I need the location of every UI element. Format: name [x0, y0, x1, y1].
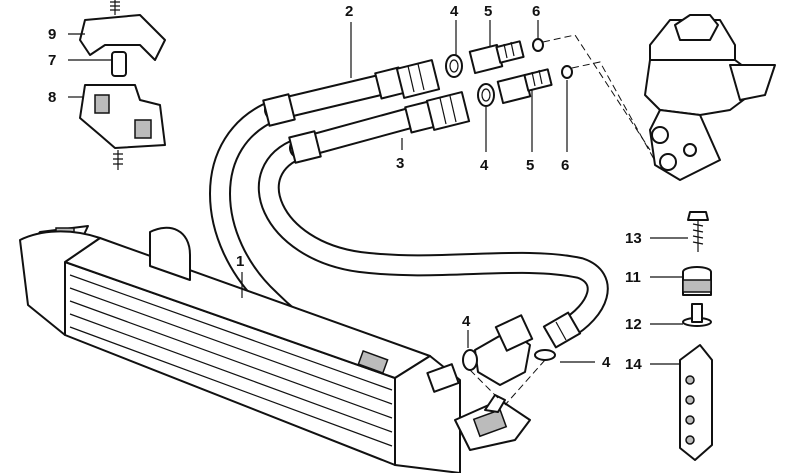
callout-2: 2	[345, 3, 353, 20]
spacer-pin	[682, 303, 712, 327]
sleeve	[111, 51, 127, 77]
callout-4-top: 4	[450, 3, 459, 20]
callout-5-mid: 5	[526, 157, 534, 174]
callout-4-right: 4	[602, 354, 611, 371]
clamp-bracket	[79, 0, 166, 61]
ring-mid	[561, 65, 573, 79]
rubber-mount	[682, 266, 712, 296]
callout-11: 11	[625, 269, 641, 286]
callout-12: 12	[625, 316, 642, 333]
callout-9: 9	[48, 26, 56, 43]
connector-top	[468, 40, 525, 75]
oil-filter-housing	[644, 14, 776, 181]
callout-4-low: 4	[462, 313, 471, 330]
callout-6-top: 6	[532, 3, 540, 20]
clamp-block	[79, 84, 166, 170]
callout-7: 7	[48, 52, 56, 69]
connector-mid	[496, 68, 553, 105]
mounting-strip	[679, 344, 713, 461]
callout-8: 8	[48, 89, 56, 106]
ring-top	[532, 38, 544, 52]
oil-cooler	[19, 225, 461, 473]
callout-4-mid: 4	[480, 157, 489, 174]
callout-13: 13	[625, 230, 642, 247]
lower-bracket	[454, 394, 531, 451]
callout-6-mid: 6	[561, 157, 569, 174]
washer-top	[445, 54, 463, 78]
lower-hose-fitting	[288, 91, 471, 164]
callout-1: 1	[236, 253, 244, 270]
angle-adapter	[462, 314, 556, 386]
callout-3: 3	[396, 155, 404, 172]
leader-lines	[68, 20, 688, 365]
lower-hose-end-nut	[542, 311, 582, 349]
callout-5-top: 5	[484, 3, 492, 20]
screw	[687, 211, 709, 252]
upper-hose-fitting	[262, 59, 441, 127]
callout-14: 14	[625, 356, 642, 373]
washer-mid	[477, 83, 495, 107]
